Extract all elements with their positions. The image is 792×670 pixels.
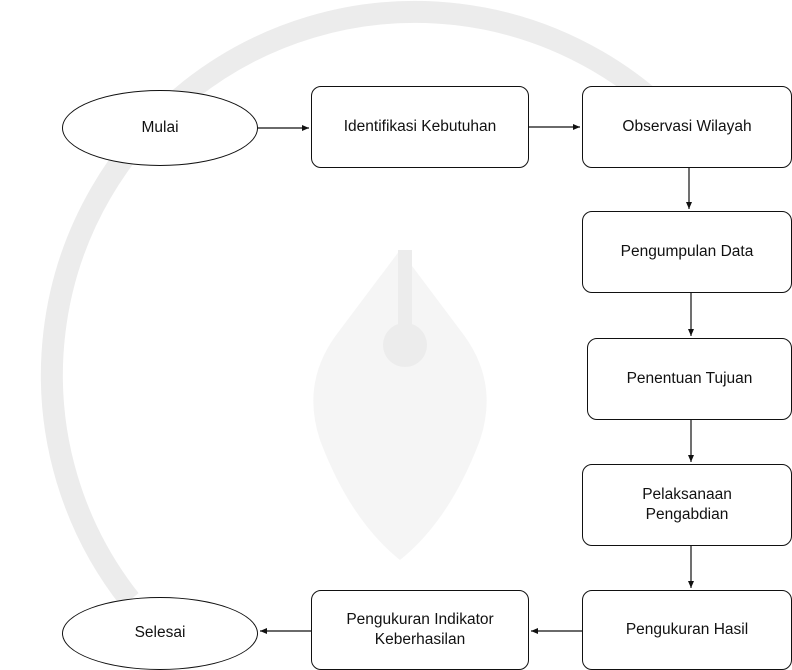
measure-indicator-node: Pengukuran Indikator Keberhasilan bbox=[311, 590, 529, 670]
set-goals-node: Penentuan Tujuan bbox=[587, 338, 792, 420]
identify-needs-node: Identifikasi Kebutuhan bbox=[311, 86, 529, 168]
end-node: Selesai bbox=[62, 597, 258, 670]
execute-service-node: Pelaksanaan Pengabdian bbox=[582, 464, 792, 546]
collect-data-node: Pengumpulan Data bbox=[582, 211, 792, 293]
watermark-emblem bbox=[313, 250, 487, 560]
start-node: Mulai bbox=[62, 90, 258, 166]
observe-area-node: Observasi Wilayah bbox=[582, 86, 792, 168]
measure-result-node: Pengukuran Hasil bbox=[582, 590, 792, 670]
